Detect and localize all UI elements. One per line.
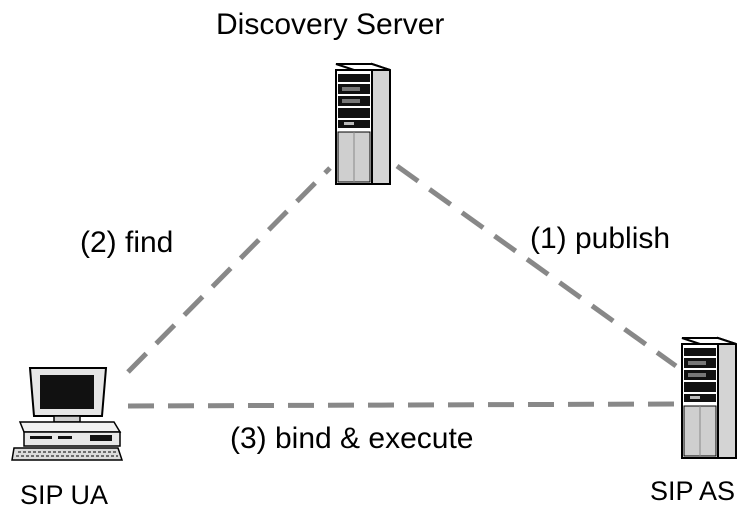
edge-bind-execute-line [127, 401, 677, 409]
desktop-computer-icon [11, 367, 124, 461]
edge-find-line [126, 166, 332, 374]
edge-find-label: (2) find [80, 226, 174, 259]
server-tower-icon [335, 62, 391, 185]
edge-publish-line [395, 163, 678, 369]
edge-publish-label: (1) publish [530, 222, 671, 255]
edge-bind-execute-label: (3) bind & execute [230, 422, 474, 455]
discovery-server-label: Discovery Server [216, 8, 445, 41]
sip-ua-label: SIP UA [20, 480, 109, 510]
server-tower-icon [681, 336, 737, 459]
sip-as-label: SIP AS [650, 476, 736, 506]
